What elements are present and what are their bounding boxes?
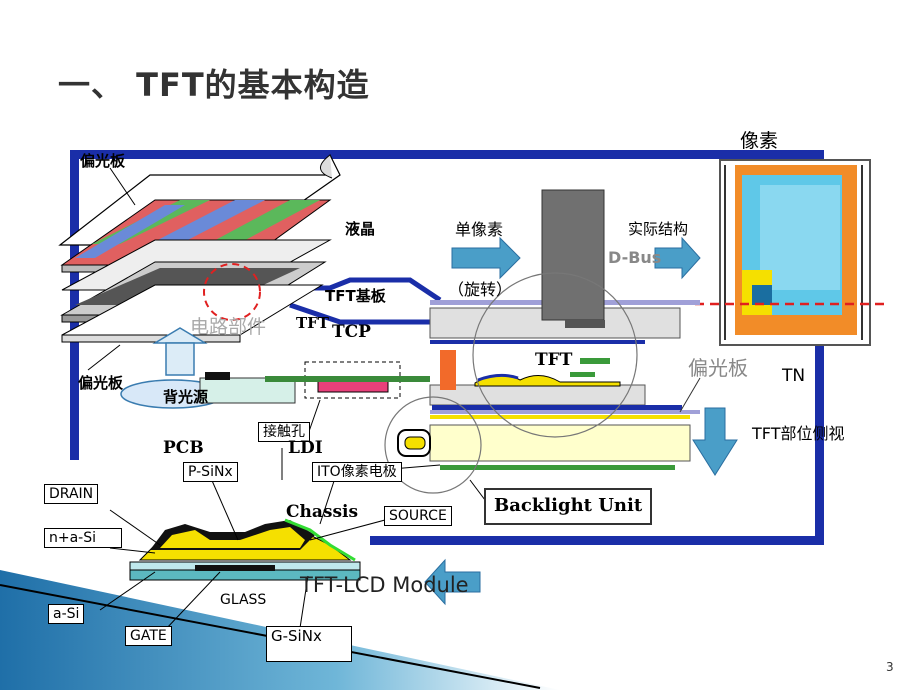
pcb-board — [199, 372, 296, 404]
label-contact-hole: 接触孔 — [258, 422, 310, 443]
label-rotate: （旋转） — [448, 280, 513, 299]
tft-device-leaders — [99, 475, 386, 631]
label-d-bus: D-Bus — [608, 248, 662, 267]
label-tft: TFT — [296, 314, 329, 332]
label-ldi: LDI — [288, 438, 323, 458]
connection-lines — [289, 277, 442, 325]
label-tft-side-view: TFT部位侧视 — [752, 424, 845, 443]
label-tcp: TCP — [332, 322, 371, 342]
label-chassis: Chassis — [286, 502, 359, 522]
tft-zoom-circle — [472, 272, 638, 438]
leader-polarizer-bottom — [87, 344, 121, 371]
tft-highlight-circle — [203, 263, 261, 321]
label-n-plus-asi: n+a-Si — [44, 528, 122, 549]
slide-title: 一、 TFT的基本构造 — [58, 66, 370, 104]
leader-backlight-unit — [469, 479, 486, 501]
label-backlight: 背光源 — [163, 388, 209, 406]
label-p-sinx: P-SiNx — [183, 462, 238, 483]
label-tft-substrate: TFT基板 — [325, 287, 386, 305]
module-frame — [70, 150, 824, 545]
leader-polarizer-gray — [679, 377, 701, 413]
label-tft-in-panel: TFT — [535, 350, 573, 370]
label-source: SOURCE — [384, 506, 452, 527]
tcp-ldi-package — [265, 361, 430, 399]
label-polarizer-gray: 偏光板 — [688, 356, 748, 380]
flow-arrows — [424, 236, 738, 606]
driver-chip-block — [541, 189, 605, 321]
backlight-zoom-circle — [384, 396, 482, 494]
label-tft-lcd-module: TFT-LCD Module — [300, 573, 469, 597]
label-polarizer-top: 偏光板 — [80, 152, 126, 170]
label-single-pixel: 单像素 — [455, 220, 504, 239]
label-backlight-unit: Backlight Unit — [484, 488, 653, 525]
label-ito-pixel-electrode: ITO像素电极 — [312, 462, 402, 483]
leader-polarizer-top — [109, 167, 136, 206]
label-polarizer-bottom: 偏光板 — [78, 374, 124, 392]
label-glass: GLASS — [220, 592, 267, 608]
page-number: 3 — [886, 660, 894, 674]
pixel-inset — [719, 159, 871, 346]
label-pcb: PCB — [163, 438, 204, 458]
label-liquid-crystal: 液晶 — [345, 220, 376, 238]
label-a-si: a-Si — [48, 604, 85, 625]
label-g-sinx: G-SiNx — [266, 626, 352, 662]
label-circuit-parts: 电路部件 — [190, 316, 267, 338]
label-gate: GATE — [125, 626, 172, 647]
label-tn: TN — [782, 366, 806, 386]
lcd-cross-section — [397, 300, 700, 470]
label-actual-structure: 实际结构 — [628, 220, 689, 238]
label-pixel: 像素 — [740, 130, 779, 152]
tft-device-section — [129, 518, 361, 581]
label-drain: DRAIN — [44, 484, 99, 505]
